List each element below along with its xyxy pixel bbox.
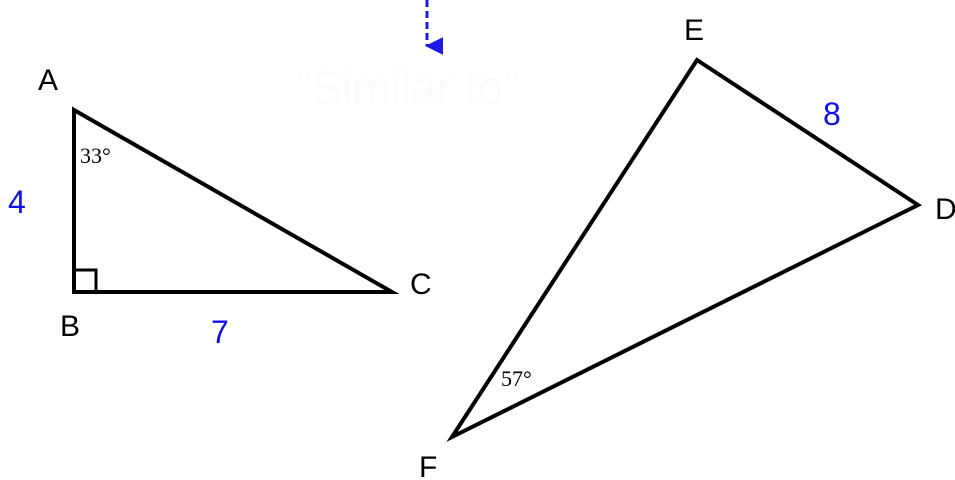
side-label-ab: 4 — [8, 184, 26, 220]
side-label-ed: 8 — [823, 96, 841, 132]
vertex-label-f: F — [419, 451, 437, 480]
angle-label-a: 33° — [80, 143, 111, 168]
triangle-def-outline — [446, 57, 923, 443]
vertex-label-d: D — [935, 193, 955, 226]
right-angle-marker — [74, 268, 98, 292]
vertex-label-b: B — [60, 310, 80, 343]
side-label-bc: 7 — [211, 314, 229, 350]
vertex-label-c: C — [410, 268, 432, 301]
similar-to-caption: "Similar to" — [295, 61, 519, 113]
triangle-abc-outline — [72, 106, 400, 294]
triangle-def — [446, 57, 923, 443]
angle-label-f: 57° — [501, 366, 532, 391]
vertex-label-e: E — [684, 14, 704, 47]
vertex-label-a: A — [38, 64, 58, 97]
triangle-abc — [72, 106, 400, 294]
